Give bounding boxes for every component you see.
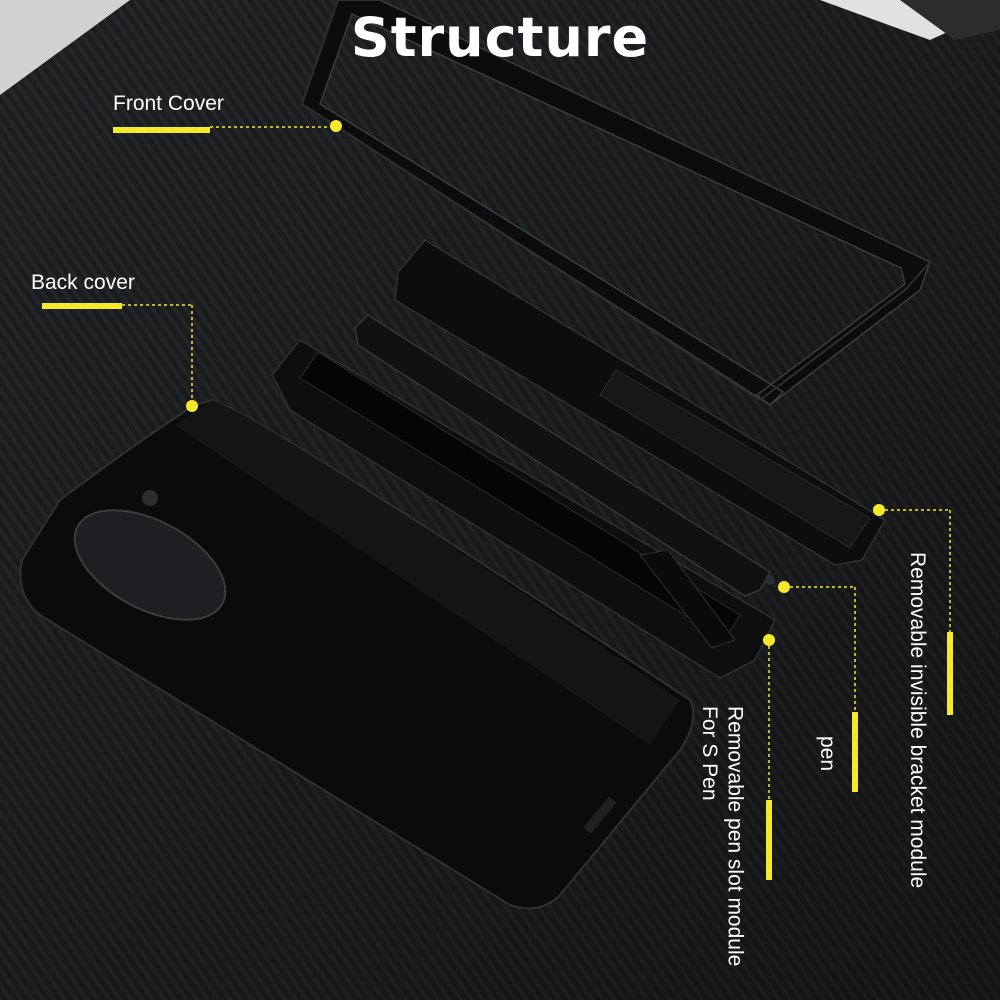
bracket-module-callout bbox=[873, 504, 953, 715]
front-cover-label: Front Cover bbox=[113, 92, 224, 115]
pen-slot-label-line1: Removable pen slot module bbox=[723, 706, 747, 967]
pen-slot-label: Removable pen slot module For S Pen bbox=[697, 706, 747, 966]
bracket-module bbox=[394, 239, 887, 566]
back-cover-callout bbox=[42, 303, 198, 412]
pen-slot-label-line2: For S Pen bbox=[698, 706, 722, 801]
pen-callout bbox=[778, 581, 858, 792]
front-cover-callout bbox=[113, 120, 342, 133]
pen-slot-module bbox=[271, 339, 776, 679]
front-cover-frame bbox=[301, 0, 931, 406]
bracket-module-label: Removable invisible bracket module bbox=[906, 552, 930, 889]
back-cover bbox=[19, 398, 695, 910]
pen-slot-callout bbox=[763, 634, 775, 880]
back-cover-label: Back cover bbox=[31, 271, 135, 294]
s-pen bbox=[354, 314, 775, 649]
top-left-light-panel bbox=[0, 0, 130, 95]
camera-cutout bbox=[73, 509, 227, 621]
page-title: Structure bbox=[350, 6, 650, 69]
pen-label: pen bbox=[816, 736, 840, 772]
